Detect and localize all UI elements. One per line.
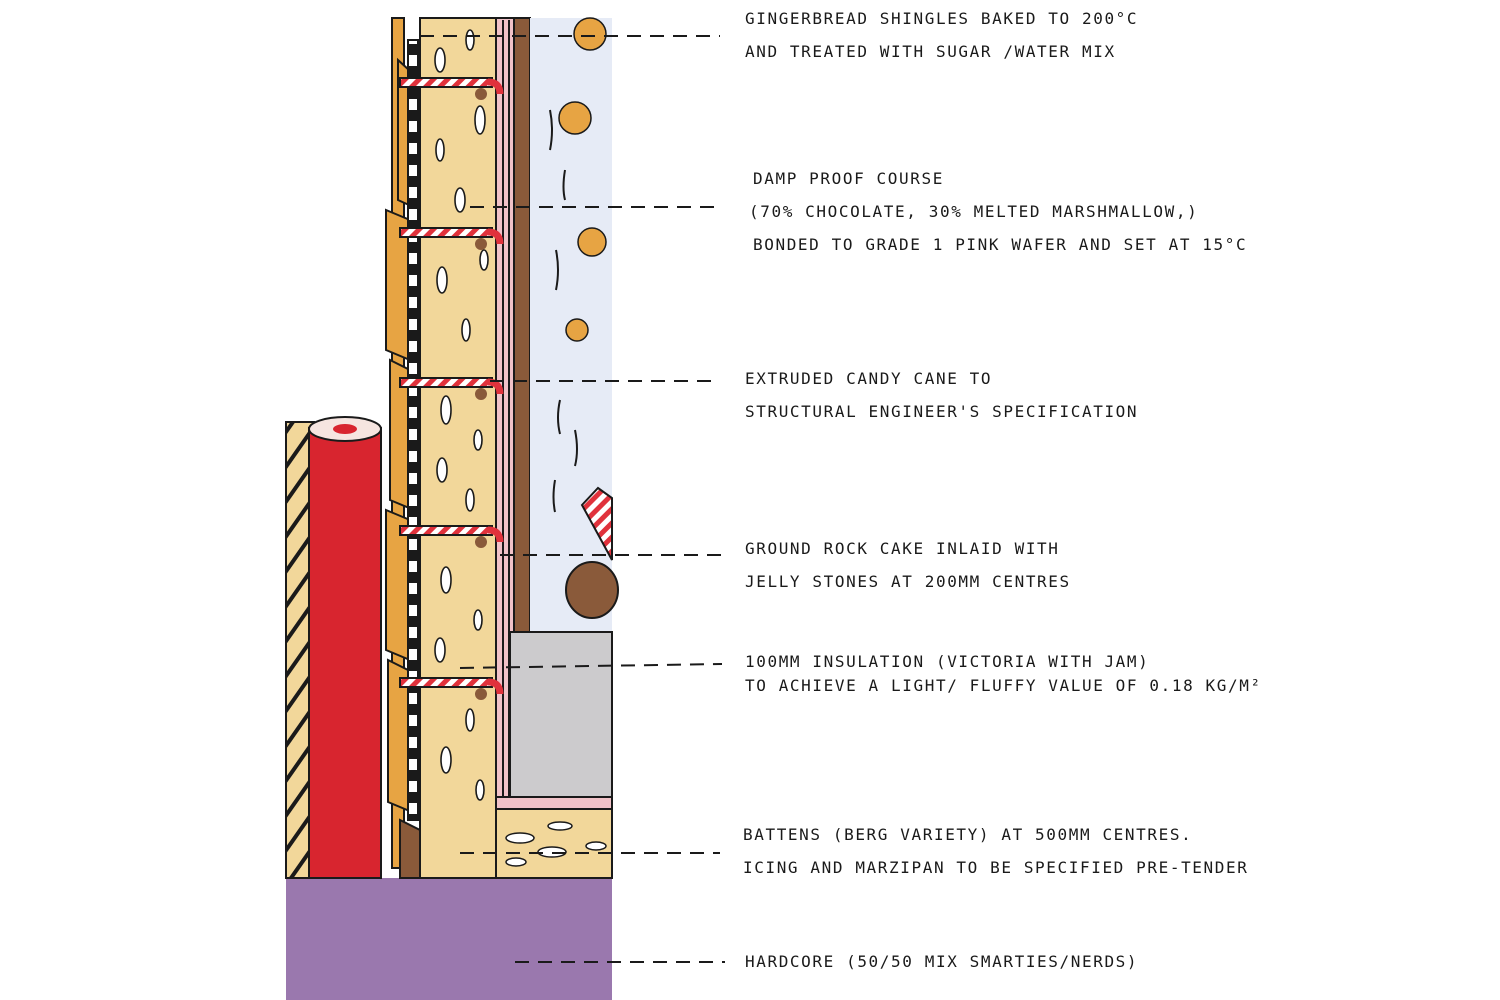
label-line: icing and marzipan to be specified pre-t…	[743, 858, 1249, 877]
gingerbread-shingles	[385, 17, 421, 879]
label-insulation: 100mm insulation (victoria with jam) to …	[745, 650, 1262, 698]
insulation-block	[509, 631, 613, 798]
label-line: (70% chocolate, 30% melted marshmallow,)	[749, 202, 1199, 221]
chocolate-log	[565, 561, 619, 619]
rock-cake-layer	[419, 17, 497, 879]
red-roll-pillar	[308, 427, 382, 879]
chocolate-strip	[513, 17, 531, 639]
candy-wedge	[580, 486, 613, 561]
label-line: Gingerbread shingles baked to 200°c	[745, 9, 1139, 28]
label-line: to achieve a light/ fluffy value of 0.18…	[745, 676, 1262, 695]
label-line: jelly stones at 200mm centres	[745, 572, 1071, 591]
leader-lines	[420, 35, 725, 963]
candy-cane	[399, 525, 504, 548]
label-candy-cane: Extruded candy cane to structural engine…	[745, 362, 1138, 428]
candy-cane	[399, 377, 504, 400]
damp-proof-course	[407, 39, 419, 821]
hardcore-layer	[286, 878, 612, 1000]
label-hardcore: Hardcore (50/50 mix smarties/nerds)	[745, 945, 1138, 978]
candy-cane	[399, 227, 504, 250]
cavity-scribbles	[549, 109, 578, 513]
candy-cane	[399, 77, 504, 100]
label-line: bonded to grade 1 pink wafer and set at …	[753, 235, 1248, 254]
batten-wafer	[495, 796, 613, 810]
candy-canes	[399, 77, 504, 700]
label-battens: Battens (berg variety) at 500mm centres.…	[743, 818, 1248, 884]
red-roll-core	[333, 424, 357, 434]
leader-line-insulation	[459, 663, 723, 669]
label-gingerbread-shingles: Gingerbread shingles baked to 200°c and …	[745, 2, 1138, 68]
label-line: Damp proof course	[753, 169, 944, 188]
label-line: Ground rock cake inlaid with	[745, 539, 1060, 558]
label-line: structural engineer's specification	[745, 402, 1139, 421]
label-damp-proof-course: Damp proof course (70% chocolate, 30% me…	[749, 162, 1248, 261]
label-line: 100mm insulation (victoria with jam)	[745, 652, 1150, 671]
label-line: and treated with sugar /water mix	[745, 42, 1116, 61]
label-line: Battens (berg variety) at 500mm centres.	[743, 825, 1193, 844]
candy-cane	[399, 677, 504, 700]
label-line: Hardcore (50/50 mix smarties/nerds)	[745, 952, 1139, 971]
label-line: Extruded candy cane to	[745, 369, 993, 388]
label-rock-cake: Ground rock cake inlaid with jelly stone…	[745, 532, 1071, 598]
cavity-crumbs	[558, 17, 607, 342]
